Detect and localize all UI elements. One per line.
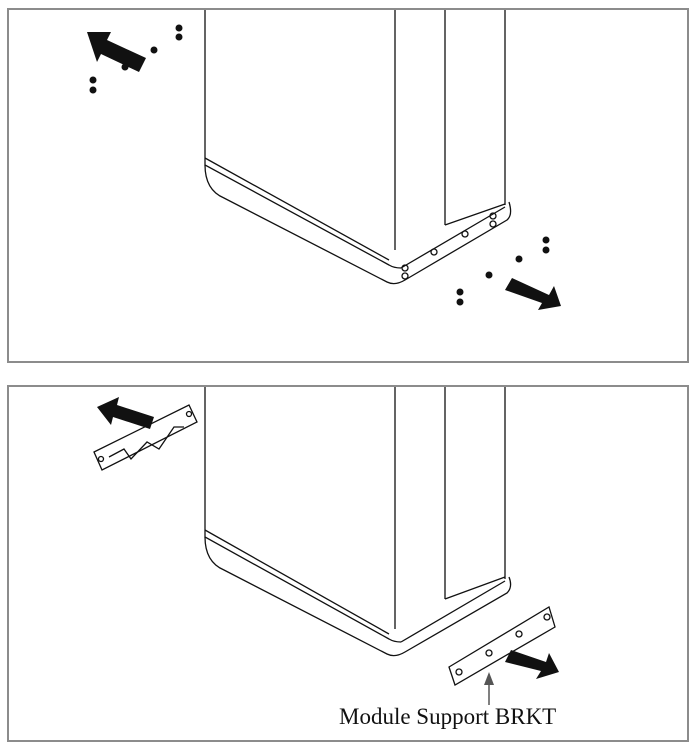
- arrow-left-icon: [97, 397, 154, 429]
- module-support-bracket-left: [93, 404, 198, 471]
- cabinet: [204, 10, 512, 285]
- arrow-right-icon: [505, 278, 561, 310]
- cabinet: [204, 387, 512, 657]
- step-2-panel: Module Support BRKT: [7, 385, 689, 742]
- module-support-bracket-right: [448, 606, 556, 686]
- step-1-panel: [7, 8, 689, 363]
- cabinet-screw-removal-illustration: [87, 10, 561, 310]
- module-support-brkt-label: Module Support BRKT: [339, 704, 557, 729]
- screw-icons: [89, 24, 550, 306]
- bracket-removal-illustration: [93, 387, 559, 705]
- callout-arrow-icon: [484, 672, 494, 705]
- arrow-right-icon: [505, 650, 559, 679]
- arrow-left-icon: [87, 32, 146, 72]
